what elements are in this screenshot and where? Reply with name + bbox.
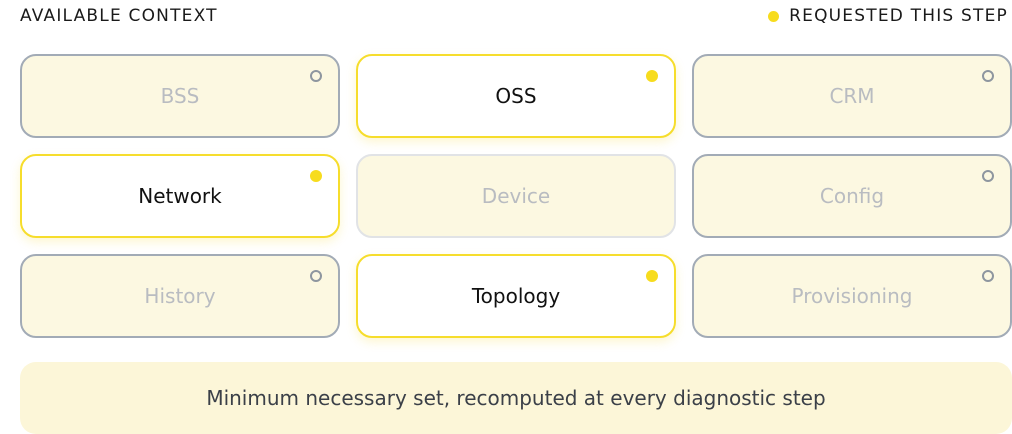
legend-label: REQUESTED THIS STEP	[789, 6, 1008, 26]
tile-label: Network	[138, 184, 222, 208]
context-tile-provisioning: Provisioning	[692, 254, 1012, 338]
tile-label: Provisioning	[791, 284, 913, 308]
context-tile-topology: Topology	[356, 254, 676, 338]
tile-label: BSS	[160, 84, 200, 108]
header: AVAILABLE CONTEXT REQUESTED THIS STEP	[20, 6, 1008, 26]
status-marker-icon	[310, 270, 322, 282]
footer-text: Minimum necessary set, recomputed at eve…	[206, 386, 826, 410]
context-tile-network: Network	[20, 154, 340, 238]
context-tile-bss: BSS	[20, 54, 340, 138]
diagram-title: AVAILABLE CONTEXT	[20, 6, 218, 26]
status-marker-icon	[646, 70, 658, 82]
status-marker-icon	[982, 270, 994, 282]
legend: REQUESTED THIS STEP	[768, 6, 1008, 26]
tile-label: Config	[819, 184, 885, 208]
status-marker-icon	[982, 170, 994, 182]
status-marker-icon	[310, 70, 322, 82]
tile-label: Device	[481, 184, 551, 208]
context-tile-device: Device	[356, 154, 676, 238]
tile-label: CRM	[829, 84, 875, 108]
status-marker-icon	[310, 170, 322, 182]
context-tile-crm: CRM	[692, 54, 1012, 138]
tile-label: History	[144, 284, 216, 308]
legend-dot-icon	[768, 10, 780, 22]
status-marker-icon	[982, 70, 994, 82]
context-tile-oss: OSS	[356, 54, 676, 138]
status-marker-icon	[646, 270, 658, 282]
context-grid: BSS OSS CRM Network Device Config Histor…	[20, 54, 1012, 338]
footer-caption: Minimum necessary set, recomputed at eve…	[20, 362, 1012, 434]
context-tile-config: Config	[692, 154, 1012, 238]
tile-label: OSS	[495, 84, 537, 108]
context-tile-history: History	[20, 254, 340, 338]
tile-label: Topology	[471, 284, 561, 308]
